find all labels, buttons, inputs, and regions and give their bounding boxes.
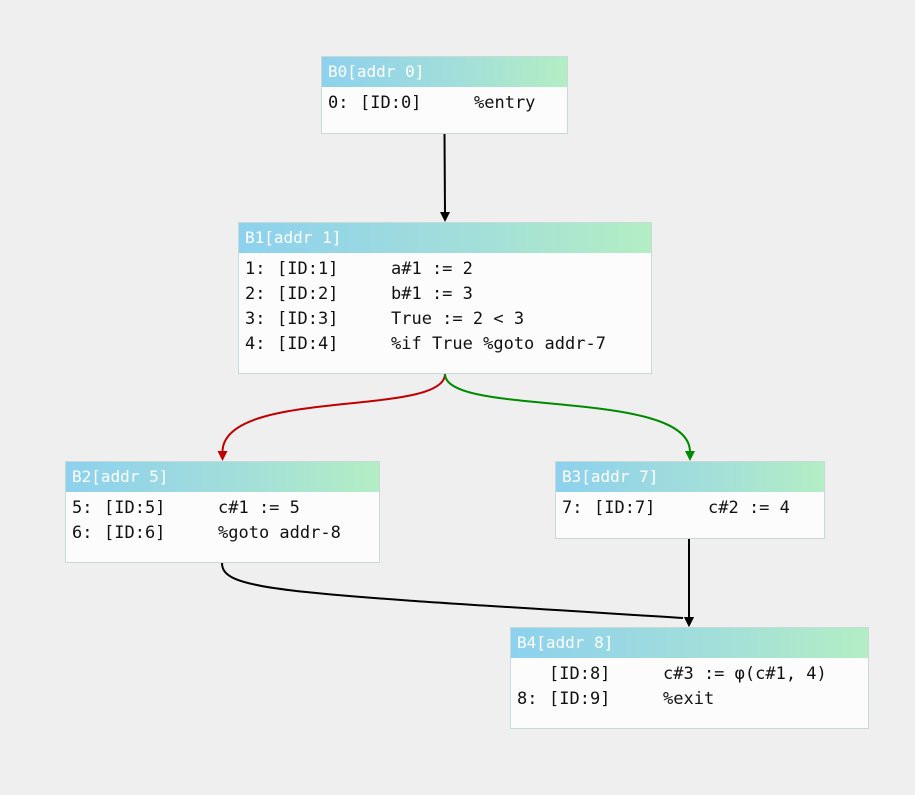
instr-text: c#3 := φ(c#1, 4) <box>663 664 827 684</box>
instr-text: %if True %goto addr-7 <box>391 334 606 354</box>
line-number: 7: <box>562 498 583 518</box>
line-number: 8: <box>517 689 538 709</box>
instruction-row: 7: [ID:7] c#2 := 4 <box>562 496 824 521</box>
instr-text: b#1 := 3 <box>391 284 473 304</box>
edge-arrowhead <box>440 212 450 222</box>
block-header: B1[addr 1] <box>239 223 651 253</box>
instruction-row: 3: [ID:3] True := 2 < 3 <box>245 307 651 332</box>
block-b0[interactable]: B0[addr 0] 0: [ID:0] %entry <box>321 56 568 134</box>
edge-b2-b4 <box>221 562 684 619</box>
instr-text: %goto addr-8 <box>218 523 341 543</box>
instruction-row: 8: [ID:9] %exit <box>517 687 868 712</box>
instr-id: [ID:1] <box>277 259 339 279</box>
block-body: 7: [ID:7] c#2 := 4 <box>556 492 824 521</box>
line-number: 6: <box>72 523 93 543</box>
edge-b1-b2 <box>221 373 446 453</box>
edge-arrowhead <box>217 451 228 461</box>
block-body: 5: [ID:5] c#1 := 5 6: [ID:6] %goto addr-8 <box>66 492 379 546</box>
block-b1[interactable]: B1[addr 1] 1: [ID:1] a#1 := 2 2: [ID:2] b#1 … <box>238 222 652 374</box>
block-b2[interactable]: B2[addr 5] 5: [ID:5] c#1 := 5 6: [ID:6] %got… <box>65 461 380 563</box>
edge-b1-b3 <box>444 373 691 453</box>
instruction-row: 4: [ID:4] %if True %goto addr-7 <box>245 332 651 357</box>
block-b4[interactable]: B4[addr 8] [ID:8]c#3 := φ(c#1, 4) 8:[ID:… <box>510 627 869 729</box>
instr-text: c#2 := 4 <box>708 498 790 518</box>
instr-id: [ID:8] <box>549 664 611 684</box>
instr-id: [ID:2] <box>277 284 339 304</box>
instruction-row: 0: [ID:0] %entry <box>328 91 567 116</box>
block-header: B0[addr 0] <box>322 57 567 87</box>
line-number: 4: <box>245 334 266 354</box>
instruction-row: 2: [ID:2] b#1 := 3 <box>245 282 651 307</box>
block-body: 1: [ID:1] a#1 := 2 2: [ID:2] b#1 := 3 3: [ID:… <box>239 253 651 357</box>
line-number: 2: <box>245 284 266 304</box>
block-header: B4[addr 8] <box>511 628 868 658</box>
edge-arrowhead <box>684 617 694 627</box>
instr-text: c#1 := 5 <box>218 498 300 518</box>
instr-id: [ID:4] <box>277 334 339 354</box>
instr-id: [ID:6] <box>104 523 166 543</box>
line-number: 5: <box>72 498 93 518</box>
block-header: B3[addr 7] <box>556 462 824 492</box>
instr-id: [ID:0] <box>360 93 422 113</box>
instr-text: a#1 := 2 <box>391 259 473 279</box>
instr-id: [ID:9] <box>549 689 611 709</box>
instruction-row: [ID:8] c#3 := φ(c#1, 4) <box>517 662 868 687</box>
block-body: [ID:8] c#3 := φ(c#1, 4) 8: [ID:9] %exit <box>511 658 868 712</box>
instruction-row: 5: [ID:5] c#1 := 5 <box>72 496 379 521</box>
block-b3[interactable]: B3[addr 7] 7: [ID:7] c#2 := 4 <box>555 461 825 539</box>
instr-text: True := 2 < 3 <box>391 309 525 329</box>
block-body: 0: [ID:0] %entry <box>322 87 567 116</box>
instr-id: [ID:5] <box>104 498 166 518</box>
instr-text: %entry <box>474 93 536 113</box>
line-number: 1: <box>245 259 266 279</box>
edge-arrowhead <box>685 451 695 461</box>
line-number: 3: <box>245 309 266 329</box>
instruction-row: 1: [ID:1] a#1 := 2 <box>245 257 651 282</box>
instr-id: [ID:3] <box>277 309 339 329</box>
edge-b0-b1 <box>443 133 446 214</box>
instr-text: %exit <box>663 689 715 709</box>
block-header: B2[addr 5] <box>66 462 379 492</box>
instruction-row: 6: [ID:6] %goto addr-8 <box>72 521 379 546</box>
instr-id: [ID:7] <box>594 498 656 518</box>
line-number: 0: <box>328 93 349 113</box>
